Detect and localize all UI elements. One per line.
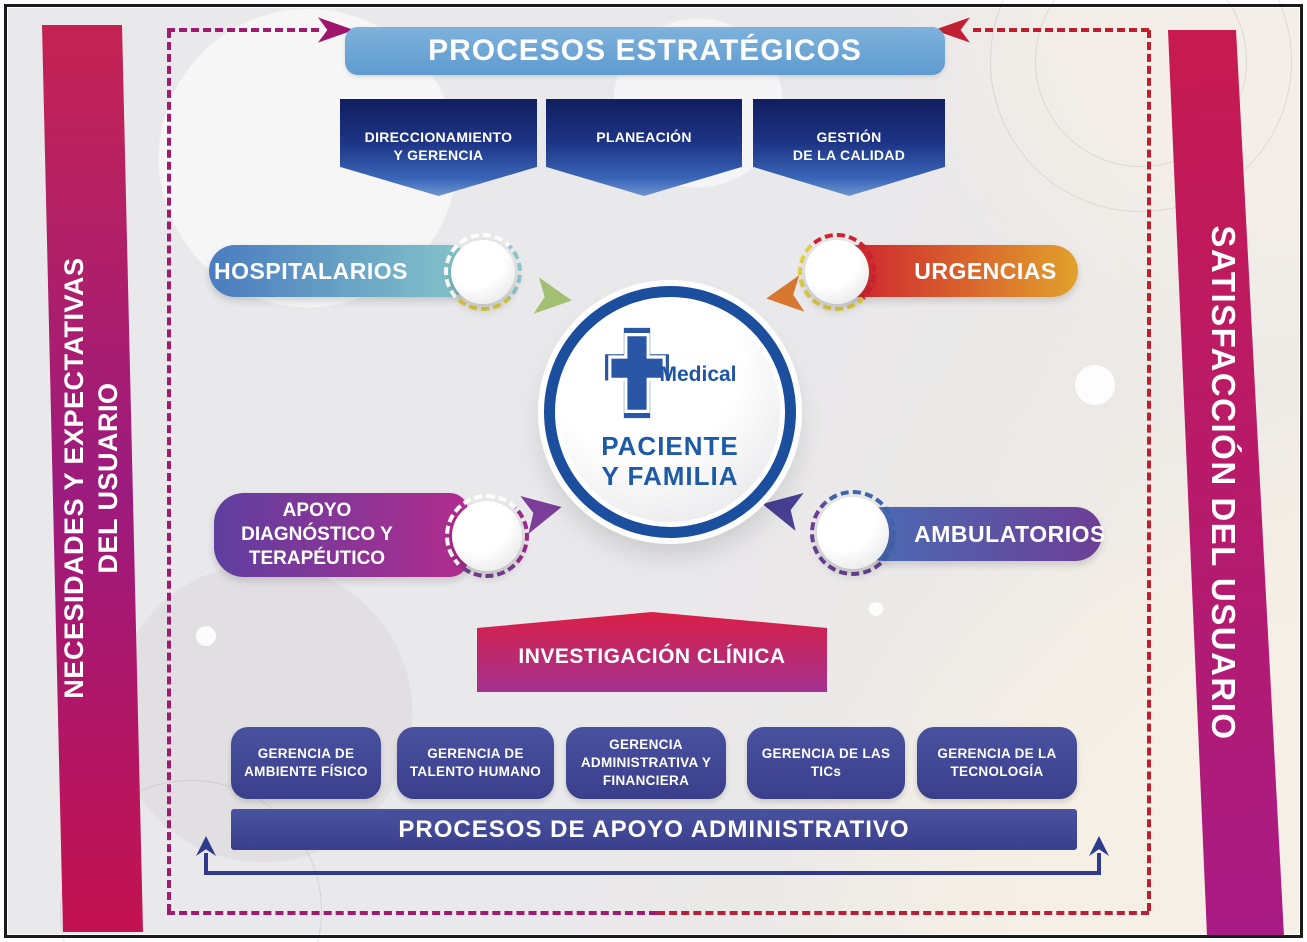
gerencia-talento-humano-box: GERENCIA DE TALENTO HUMANO: [397, 727, 554, 799]
decor-dot: [196, 626, 216, 646]
connector-circle-ambulatorios: [810, 490, 896, 576]
support-processes-bar: PROCESOS DE APOYO ADMINISTRATIVO: [231, 809, 1077, 850]
bracket-stub-right: [1097, 853, 1101, 875]
medical-logo: Medical: [603, 326, 737, 420]
feedback-rail-left: [167, 30, 171, 912]
feedback-rail-top-left: [167, 28, 319, 32]
patient-family-circle: Medical PACIENTE Y FAMILIA: [544, 286, 796, 538]
pill-ambulatorios: AMBULATORIOS: [866, 507, 1105, 561]
connector-circle-apoyo: [445, 494, 529, 578]
medical-cross-icon: [605, 327, 670, 419]
connector-circle-hospitalarios: [444, 233, 522, 311]
feedback-rail-top-right: [973, 28, 1149, 32]
pill-urgencias: URGENCIAS: [838, 245, 1078, 297]
decor-dot: [1075, 365, 1115, 405]
investigacion-clinica-box: INVESTIGACIÓN CLÍNICA: [477, 612, 827, 692]
medical-brand-text: Medical: [659, 363, 737, 387]
gerencia-administrativa-box: GERENCIA ADMINISTRATIVA Y FINANCIERA: [566, 727, 726, 799]
gerencia-ambiente-fisico-box: GERENCIA DE AMBIENTE FÍSICO: [231, 727, 381, 799]
gerencia-tics-box: GERENCIA DE LAS TICs: [747, 727, 905, 799]
decor-dot: [869, 602, 883, 616]
feedback-rail-bottom-right: [657, 911, 1149, 915]
patient-family-label: PACIENTE Y FAMILIA: [601, 431, 739, 491]
left-banner-label: NECESIDADES Y EXPECTATIVAS DEL USUARIO: [59, 257, 123, 699]
right-banner-label: SATISFACCIÓN DEL USUARIO: [1205, 225, 1242, 741]
bracket-stub-left: [204, 853, 208, 875]
gerencia-tecnologia-box: GERENCIA DE LA TECNOLOGÍA: [917, 727, 1077, 799]
pill-apoyo-diagnostico: APOYO DIAGNÓSTICO Y TERAPÉUTICO: [214, 493, 468, 577]
strategic-processes-banner: PROCESOS ESTRATÉGICOS: [345, 27, 945, 75]
pill-hospitalarios: HOSPITALARIOS: [209, 245, 465, 297]
feedback-rail-bottom-left: [167, 911, 657, 915]
connector-circle-urgencias: [798, 233, 876, 311]
bracket-line: [204, 871, 1101, 875]
feedback-rail-right: [1147, 30, 1151, 911]
